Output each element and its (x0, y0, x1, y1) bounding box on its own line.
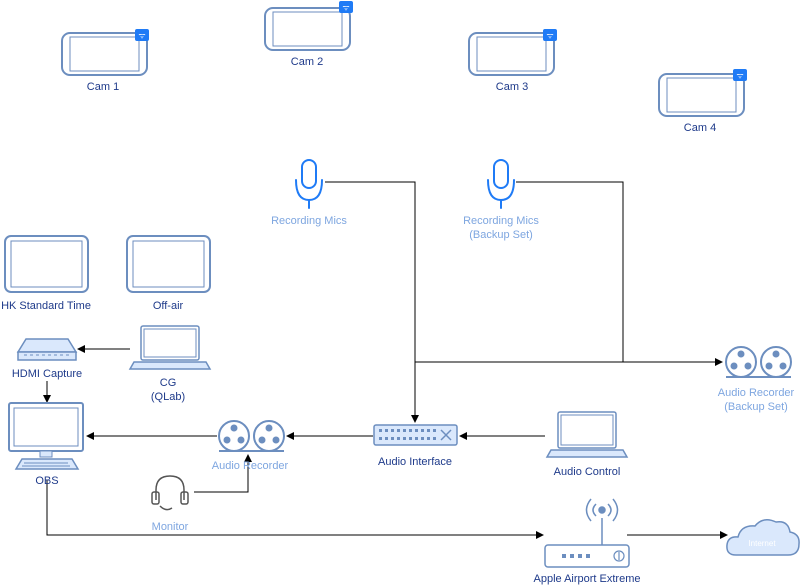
audio-recorder-backup-label-2: (Backup Set) (724, 401, 788, 413)
edge-backupmic-to-backuprecorder (516, 181, 723, 366)
recording-mics: Recording Mics (271, 159, 347, 227)
camera-2-label: Cam 2 (291, 56, 323, 68)
hdmi-capture: HDMI Capture (12, 338, 82, 380)
cg-laptop: CG (QLab) (128, 325, 212, 403)
internet-label: Internet (748, 539, 776, 548)
audio-control-laptop: Audio Control (545, 411, 629, 478)
recording-mics-label: Recording Mics (271, 215, 347, 227)
audio-interface-label: Audio Interface (378, 456, 452, 468)
camera-1: ᯤ Cam 1 (61, 29, 149, 93)
audio-recorder-backup-label-1: Audio Recorder (718, 387, 795, 399)
microphone-icon (487, 159, 515, 209)
monitor-off-air: Off-air (126, 235, 211, 312)
recording-mics-backup: Recording Mics (Backup Set) (463, 159, 539, 241)
edge-obs-to-router (46, 480, 544, 539)
svg-text:ᯤ: ᯤ (546, 31, 553, 40)
edge-mic-to-interface (325, 181, 419, 423)
camera-2: ᯤ Cam 2 (264, 1, 353, 68)
internet-cloud: Internet (726, 519, 800, 556)
tape-reel-icon (725, 346, 792, 378)
antenna-icon (585, 498, 619, 545)
monitor-hk-standard-time: HK Standard Time (1, 235, 91, 312)
camera-3-label: Cam 3 (496, 81, 528, 93)
off-air-label: Off-air (153, 300, 184, 312)
wifi-icon (543, 29, 557, 41)
hdmi-capture-label: HDMI Capture (12, 368, 82, 380)
recording-mics-backup-label-2: (Backup Set) (469, 229, 533, 241)
microphone-icon (295, 159, 323, 209)
audio-recorder-label: Audio Recorder (212, 460, 289, 472)
router-label: Apple Airport Extreme (534, 573, 641, 585)
edge-headphones-to-recorder (194, 454, 252, 493)
cg-label-1: CG (160, 377, 177, 389)
obs-label: OBS (35, 475, 58, 487)
svg-text:ᯤ: ᯤ (736, 71, 743, 80)
connectors (43, 181, 728, 539)
audio-recorder: Audio Recorder (212, 420, 289, 472)
svg-text:ᯤ: ᯤ (342, 3, 349, 12)
wifi-icon (135, 29, 149, 41)
wifi-icon (339, 1, 353, 13)
audio-recorder-backup: Audio Recorder (Backup Set) (718, 346, 795, 413)
audio-interface: Audio Interface (373, 424, 458, 468)
wifi-icon (733, 69, 747, 81)
svg-text:ᯤ: ᯤ (138, 31, 145, 40)
recording-mics-backup-label-1: Recording Mics (463, 215, 539, 227)
cloud-icon (726, 519, 800, 556)
headphones-icon (151, 475, 189, 511)
monitor-label: Monitor (152, 521, 189, 533)
camera-4: ᯤ Cam 4 (658, 69, 747, 134)
camera-3: ᯤ Cam 3 (468, 29, 557, 93)
camera-4-label: Cam 4 (684, 122, 716, 134)
audio-control-label: Audio Control (554, 466, 621, 478)
apple-airport-extreme: Apple Airport Extreme (534, 498, 641, 585)
tape-reel-icon (218, 420, 285, 452)
cg-label-2: (QLab) (151, 391, 185, 403)
hk-standard-time-label: HK Standard Time (1, 300, 91, 312)
obs-computer: OBS (8, 402, 84, 487)
camera-1-label: Cam 1 (87, 81, 119, 93)
